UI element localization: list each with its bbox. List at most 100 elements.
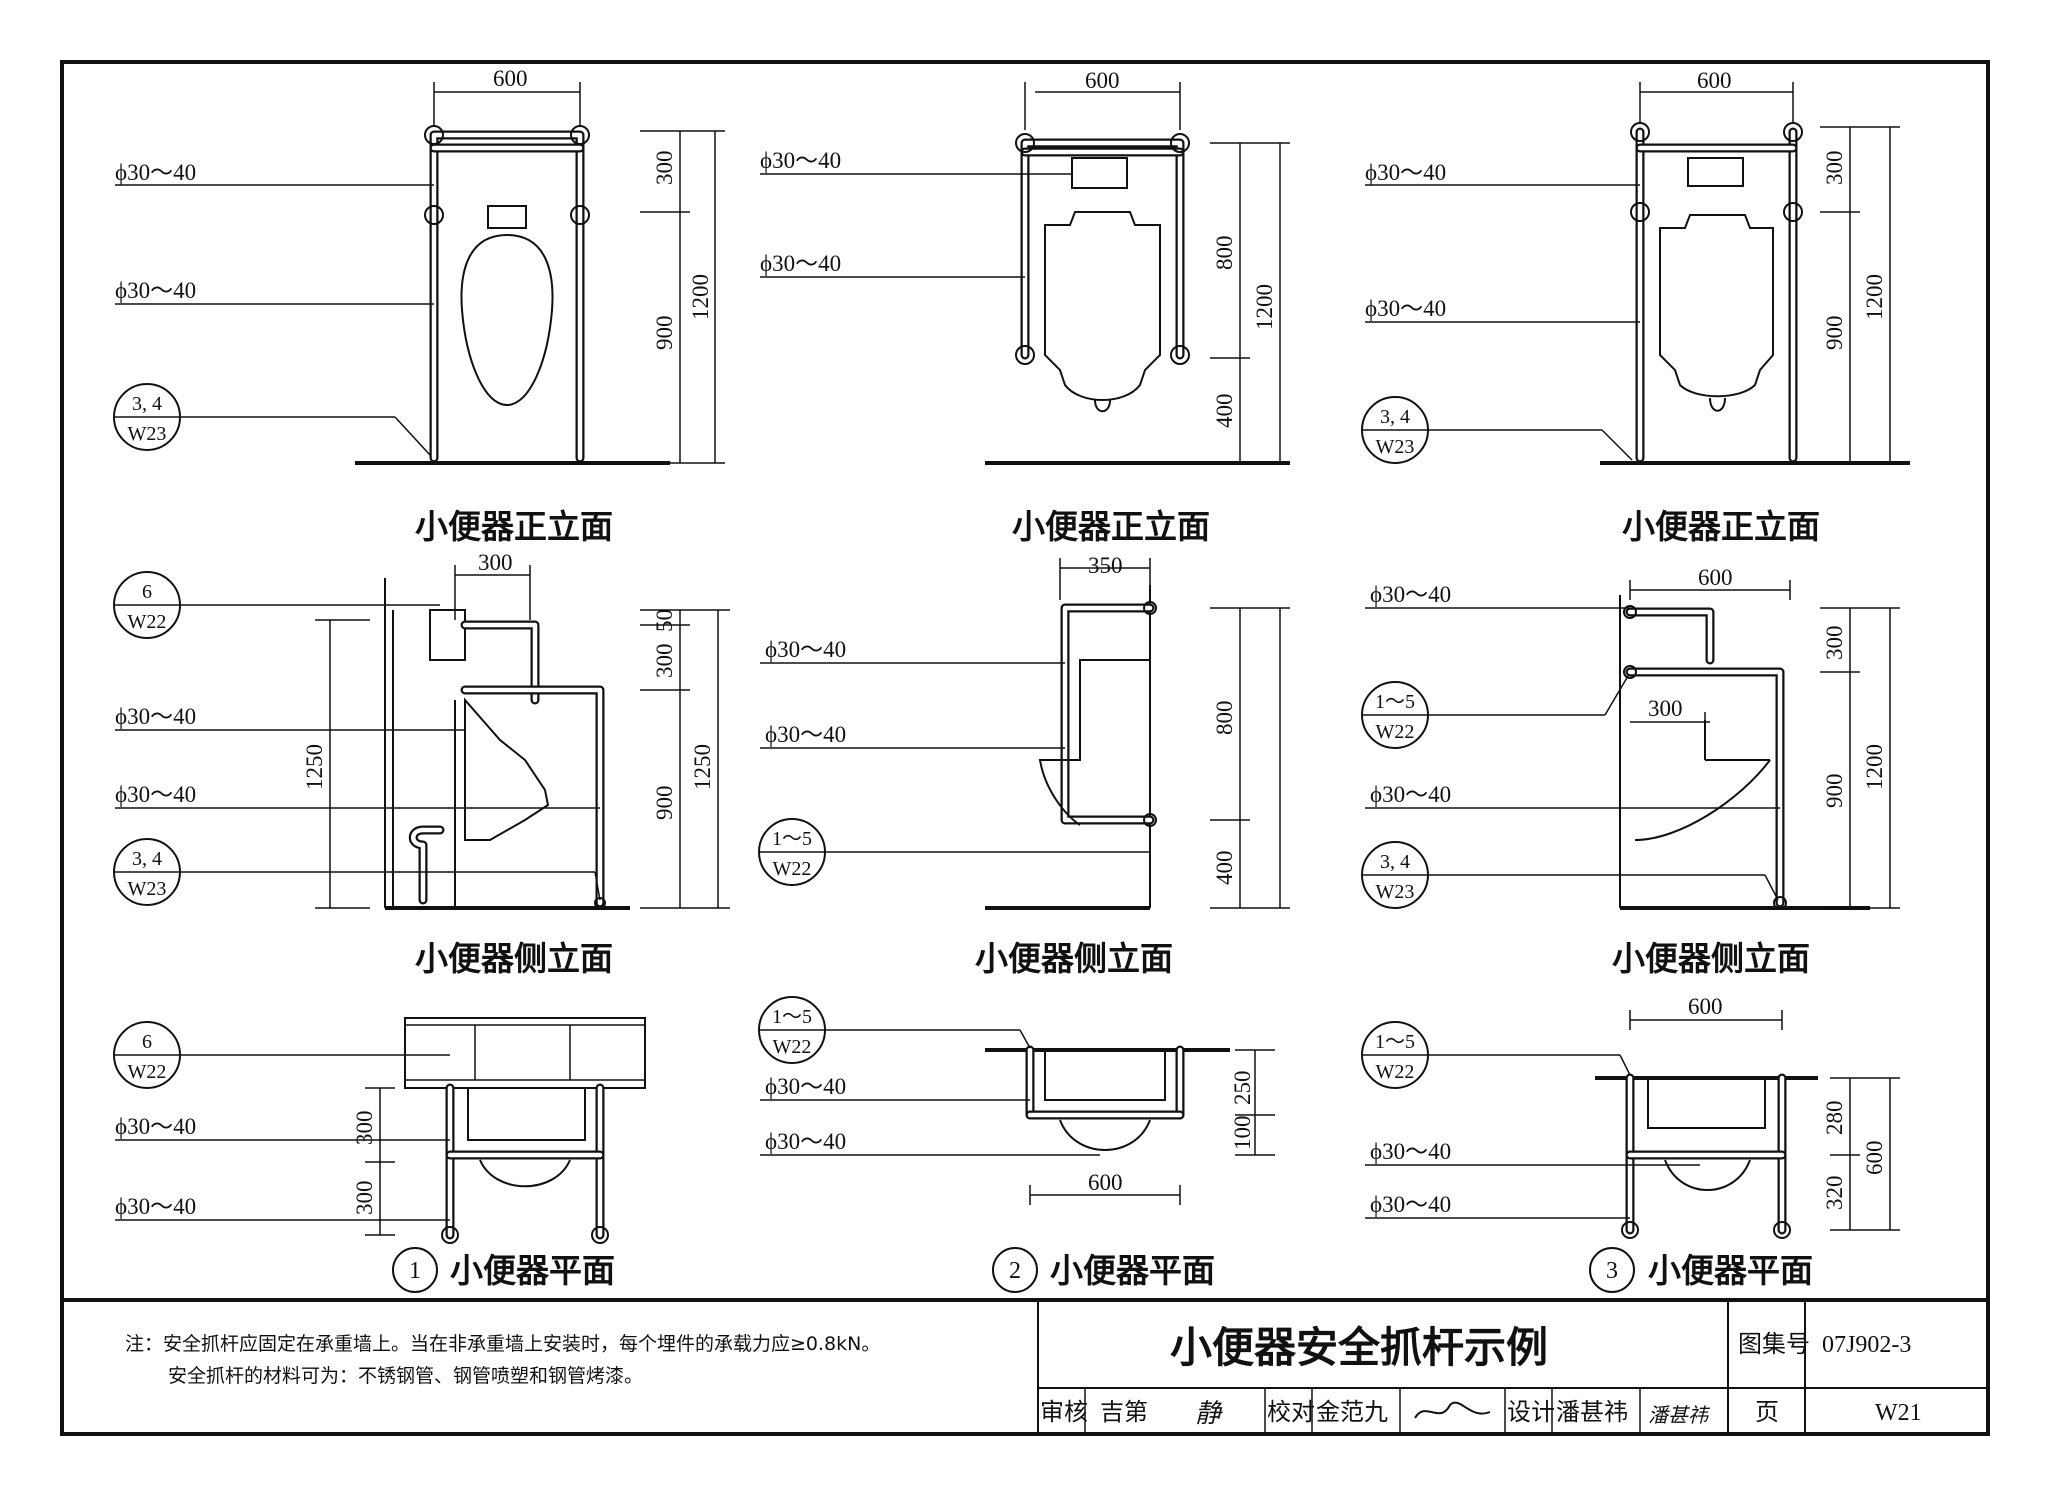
caption-side-elevation: 小便器侧立面	[415, 939, 613, 978]
sheet-border	[60, 60, 1990, 1436]
svg-text:3, 4: 3, 4	[1380, 406, 1410, 428]
plan-number-circle	[1589, 1247, 1635, 1293]
check-name: 金范九	[1316, 1398, 1388, 1426]
detail-ref-3-4-W23: 3, 4 W23	[1361, 396, 1429, 464]
dimension-label: 1250	[302, 744, 327, 790]
pipe-spec-label: ϕ30～40	[760, 148, 841, 173]
caption-front-elevation: 小便器正立面	[1012, 507, 1210, 546]
svg-text:W22: W22	[1376, 1061, 1415, 1083]
flush-valve-side	[429, 609, 466, 661]
dimension-label: 1200	[1862, 274, 1887, 320]
svg-text:3, 4: 3, 4	[1380, 851, 1410, 873]
urinal-plan	[1044, 1050, 1166, 1101]
dimension-label: 300	[352, 1181, 377, 1216]
svg-text:W23: W23	[1376, 436, 1415, 458]
pipe-spec-label: ϕ30～40	[1365, 160, 1446, 185]
dimension-label: 600	[1088, 1170, 1123, 1195]
dimension-label: 350	[1088, 553, 1123, 578]
plan-number: 1	[409, 1258, 421, 1284]
detail-ref-1-5-W22: 1～5 W22	[758, 996, 826, 1064]
plan-number-circle	[992, 1247, 1038, 1293]
flush-valve	[1071, 157, 1128, 189]
svg-text:6: 6	[142, 1031, 152, 1053]
svg-text:6: 6	[142, 581, 152, 603]
plan-1: 300 300 6 W22 ϕ30～40 ϕ30～40 1 小便器平面	[113, 1017, 646, 1293]
dimension-label: 300	[1822, 626, 1847, 661]
grab-bar-frame	[429, 130, 585, 463]
dimension-label: 900	[652, 786, 677, 821]
grab-bar-upper	[1625, 607, 1715, 665]
pipe-spec-label: ϕ30～40	[1370, 782, 1451, 807]
dimension-label: 280	[1822, 1101, 1847, 1136]
urinal-front	[1044, 211, 1161, 401]
caption-plan: 小便器平面	[450, 1251, 615, 1290]
detail-ref-1-5-W22: 1～5 W22	[1361, 1021, 1429, 1089]
front-elevation-3: 600 300 900 1200 ϕ30～40 ϕ30～40 3, 4 W23 …	[1361, 68, 1910, 546]
detail-ref-3-4-W23: 3, 4 W23	[113, 383, 181, 451]
pipe-spec-label: ϕ30～40	[1365, 296, 1446, 321]
drawing-title: 小便器安全抓杆示例	[1170, 1323, 1548, 1372]
review-signature: 静	[1195, 1399, 1223, 1429]
svg-text:W23: W23	[1376, 881, 1415, 903]
svg-text:3, 4: 3, 4	[132, 393, 162, 415]
pipe-spec-label: ϕ30～40	[765, 722, 846, 747]
svg-text:W22: W22	[1376, 721, 1415, 743]
wall-plan	[404, 1017, 646, 1089]
dimension-label: 600	[1688, 994, 1723, 1019]
dimension-label: 600	[1698, 565, 1733, 590]
front-elevation-2: 600 800 400 1200 ϕ30～40 ϕ30～40 小便器正立面	[760, 68, 1290, 546]
dimension-label: 100	[1230, 1116, 1255, 1151]
svg-text:1～5: 1～5	[772, 828, 812, 850]
pipe-spec-label: ϕ30～40	[1370, 582, 1451, 607]
plan-number: 3	[1606, 1258, 1618, 1284]
plan-3: 600 280 320 600 1～5 W22 ϕ30～40 ϕ30～40 3 …	[1361, 994, 1900, 1293]
dimension-label: 600	[1085, 68, 1120, 93]
pipe-spec-label: ϕ30～40	[115, 160, 196, 185]
dimension-label: 300	[652, 151, 677, 186]
svg-text:W22: W22	[773, 1036, 812, 1058]
svg-text:1～5: 1～5	[772, 1006, 812, 1028]
dimension-label: 300	[478, 550, 513, 575]
svg-text:1～5: 1～5	[1375, 691, 1415, 713]
pipe-spec-label: ϕ30～40	[115, 704, 196, 729]
pipe-spec-label: ϕ30～40	[115, 278, 196, 303]
design-name: 潘甚祎	[1556, 1398, 1628, 1426]
grab-bar-frame	[1635, 127, 1798, 463]
pipe-spec-label: ϕ30～40	[765, 1129, 846, 1154]
pipe-end	[424, 125, 444, 145]
plan-2: 600 250 100 1～5 W22 ϕ30～40 ϕ30～40 2 小便器平…	[758, 996, 1275, 1293]
design-label: 设计	[1507, 1398, 1555, 1426]
urinal-side	[1634, 720, 1771, 841]
flush-valve	[1687, 157, 1744, 187]
title-block: 注：安全抓杆应固定在承重墙上。当在非承重墙上安装时，每个埋件的承载力应≥0.8k…	[62, 1298, 1988, 1434]
svg-text:W23: W23	[128, 878, 167, 900]
pipe-spec-label: ϕ30～40	[1370, 1192, 1451, 1217]
dimension-label: 300	[1822, 151, 1847, 186]
design-signature: 潘甚祎	[1648, 1403, 1711, 1427]
dimension-label: 600	[1697, 68, 1732, 93]
dimension-label: 300	[652, 644, 677, 679]
detail-ref-3-4-W23: 3, 4 W23	[113, 838, 181, 906]
page-number: W21	[1875, 1400, 1922, 1426]
svg-text:W23: W23	[128, 423, 167, 445]
flush-valve	[487, 205, 527, 229]
urinal-plan	[1647, 1078, 1766, 1129]
grab-bar-plan	[445, 1083, 605, 1240]
caption-side-elevation: 小便器侧立面	[1612, 939, 1810, 978]
urinal-front	[460, 233, 554, 407]
atlas-number: 07J902-3	[1822, 1332, 1911, 1358]
side-elevation-2: 350 800 400 ϕ30～40 ϕ30～40 1～5 W22 小便器侧立面	[758, 553, 1290, 978]
dimension-label: 800	[1212, 236, 1237, 271]
detail-ref-3-4-W23: 3, 4 W23	[1361, 841, 1429, 909]
svg-text:W22: W22	[128, 611, 167, 633]
dimension-label: 900	[1822, 774, 1847, 809]
check-signature	[1414, 1401, 1491, 1419]
plan-number: 2	[1009, 1258, 1021, 1284]
dimension-label: 900	[652, 316, 677, 351]
dimension-label: 1200	[688, 274, 713, 320]
note-line-1: 注：安全抓杆应固定在承重墙上。当在非承重墙上安装时，每个埋件的承载力应≥0.8k…	[125, 1333, 880, 1355]
caption-side-elevation: 小便器侧立面	[975, 939, 1173, 978]
urinal-front	[1659, 214, 1774, 398]
atlas-label: 图集号	[1738, 1330, 1810, 1358]
